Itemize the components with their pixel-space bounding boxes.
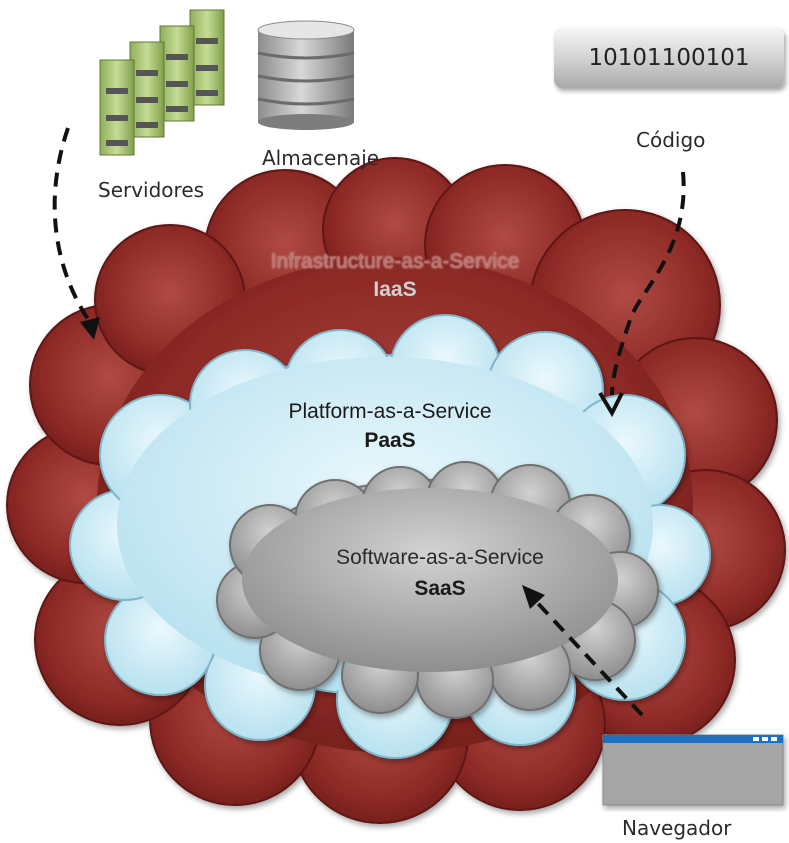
- database-icon: [257, 20, 355, 130]
- server-rack-icon: [99, 9, 225, 156]
- code-label: Código: [636, 128, 706, 152]
- browser-to-saas-arrow: [522, 585, 644, 717]
- iaas-title: Infrastructure-as-a-Service: [270, 250, 520, 273]
- code-to-paas-arrow: [598, 171, 686, 418]
- browser-label: Navegador: [622, 816, 732, 840]
- servers-label: Servidores: [98, 178, 205, 202]
- paas-title: Platform-as-a-Service: [288, 400, 492, 423]
- servers-to-iaas-arrow: [52, 127, 100, 340]
- storage-label: Almacenaje: [262, 146, 380, 170]
- iaas-abbr: IaaS: [373, 278, 417, 301]
- browser-window-icon: [602, 734, 784, 806]
- saas-title: Software-as-a-Service: [336, 546, 544, 569]
- saas-cloud: [216, 461, 659, 719]
- paas-abbr: PaaS: [364, 429, 416, 452]
- binary-code-box: 10101100101: [554, 28, 784, 88]
- saas-abbr: SaaS: [414, 577, 466, 600]
- binary-code-text: 10101100101: [588, 45, 750, 71]
